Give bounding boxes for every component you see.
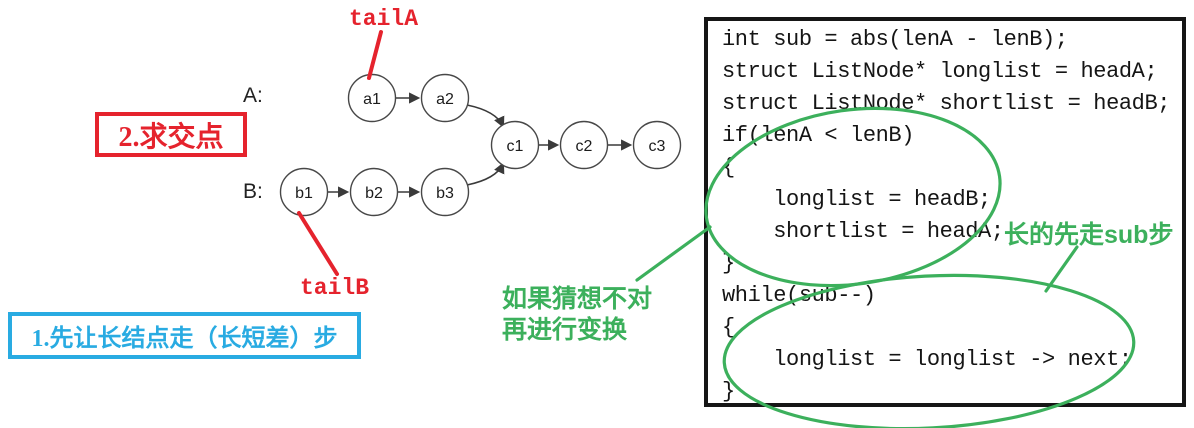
node-circle	[559, 120, 609, 170]
node-circle	[632, 120, 682, 170]
node-label: b3	[436, 185, 454, 202]
code-line: int sub = abs(lenA - lenB);	[722, 27, 1068, 52]
guess-note-connector-line	[635, 225, 712, 282]
node-a2: a2	[420, 73, 470, 123]
node-label: b1	[295, 185, 313, 202]
node-circle	[490, 120, 540, 170]
node-b3: b3	[420, 167, 470, 217]
step1-callout-box: 1.先让长结点走（长短差）步	[8, 312, 361, 359]
node-b2: b2	[349, 167, 399, 217]
advance-note: 长的先走sub步	[1004, 221, 1174, 249]
node-circle	[420, 73, 470, 123]
node-label: a1	[363, 91, 381, 108]
edge-b3-c1	[466, 161, 505, 186]
code-line: longlist = longlist -> next;	[722, 347, 1132, 372]
node-circle	[349, 167, 399, 217]
code-line: struct ListNode* longlist = headA;	[722, 59, 1158, 84]
code-line: while(sub--)	[722, 283, 876, 308]
tail-b-label: tailB	[300, 275, 370, 301]
step2-callout-label: 2.求交点	[118, 121, 224, 153]
guess-note-line1: 如果猜想不对	[502, 285, 653, 313]
guess-note-line2: 再进行变换	[502, 316, 628, 344]
node-a1: a1	[347, 73, 397, 123]
node-circle	[279, 167, 329, 217]
node-circle	[420, 167, 470, 217]
node-label: c1	[507, 138, 524, 155]
code-line: struct ListNode* shortlist = headB;	[722, 91, 1171, 116]
edge-a2-c1	[466, 104, 505, 129]
node-label: c3	[649, 138, 666, 155]
node-label: b2	[365, 185, 383, 202]
list-a-label: A:	[243, 84, 263, 107]
list-b-label: B:	[243, 180, 263, 203]
code-line: if(lenA < lenB)	[722, 123, 915, 148]
node-label: a2	[436, 91, 454, 108]
node-b1: b1	[279, 167, 329, 217]
code-line: {	[722, 155, 735, 180]
guess-note: 如果猜想不对 再进行变换	[502, 284, 652, 346]
tail-a-label: tailA	[349, 6, 419, 32]
node-c2: c2	[559, 120, 609, 170]
code-panel: int sub = abs(lenA - lenB); struct ListN…	[704, 17, 1186, 407]
step2-callout-box: 2.求交点	[95, 112, 247, 157]
node-circle	[347, 73, 397, 123]
tail-b-pointer-line	[297, 211, 339, 276]
code-line: }	[722, 379, 735, 404]
tail-a-pointer-line	[367, 30, 383, 80]
code-line: }	[722, 251, 735, 276]
node-c1: c1	[490, 120, 540, 170]
code-line: {	[722, 315, 735, 340]
step1-callout-label: 1.先让长结点走（长短差）步	[31, 326, 338, 352]
node-label: c2	[576, 138, 593, 155]
node-c3: c3	[632, 120, 682, 170]
code-line: longlist = headB;	[722, 187, 991, 212]
